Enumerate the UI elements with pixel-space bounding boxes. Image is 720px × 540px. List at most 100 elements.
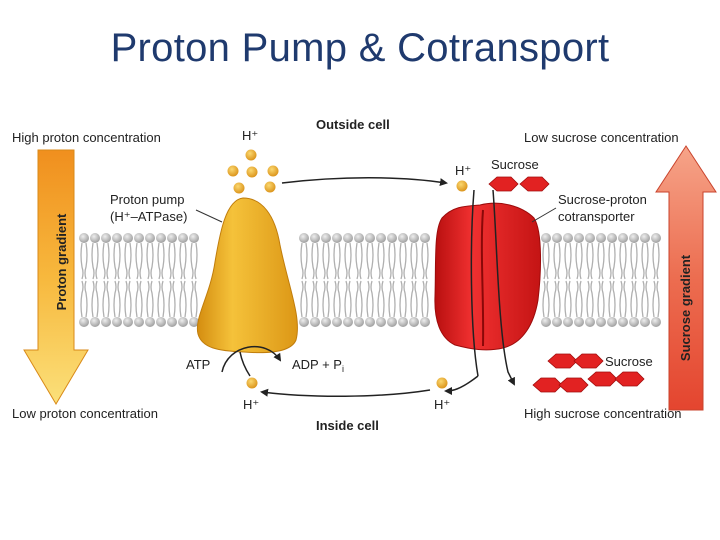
lipid-head — [101, 317, 111, 327]
sucrose-molecule — [519, 176, 550, 192]
sucrose-molecules-inside — [532, 353, 645, 393]
lipid-head — [398, 233, 408, 243]
lipid-head — [596, 233, 606, 243]
lipid-head — [145, 317, 155, 327]
lipid-head — [541, 317, 551, 327]
low-sucrose-label: Low sucrose concentration — [524, 130, 679, 145]
lipid-head — [123, 233, 133, 243]
lipid-head — [365, 317, 375, 327]
lipid-head — [585, 233, 595, 243]
inside-cell-label: Inside cell — [316, 418, 379, 433]
proton — [245, 149, 257, 161]
sucrose-molecules-outside — [488, 176, 550, 192]
high-sucrose-label: High sucrose concentration — [524, 406, 682, 421]
lipid-head — [420, 317, 430, 327]
lipid-head — [596, 317, 606, 327]
lipid-head — [90, 317, 100, 327]
lipid-head — [156, 317, 166, 327]
lipid-head — [79, 233, 89, 243]
lipid-head — [376, 233, 386, 243]
lipid-head — [112, 233, 122, 243]
low-proton-label: Low proton concentration — [12, 406, 158, 421]
proton-gradient-arrow: Proton gradient — [23, 149, 89, 405]
lipid-head — [607, 233, 617, 243]
lipid-head — [607, 317, 617, 327]
adp-pi-text: ADP + P — [292, 357, 342, 372]
lipid-head — [354, 233, 364, 243]
lipid-head — [101, 233, 111, 243]
lipid-head — [189, 317, 199, 327]
sucrose-molecule — [614, 371, 645, 387]
lipid-head — [112, 317, 122, 327]
adp-pi-label: ADP + Pi — [292, 357, 344, 374]
lipid-head — [574, 233, 584, 243]
proton-gradient-label: Proton gradient — [54, 213, 69, 310]
lipid-head — [574, 317, 584, 327]
lipid-head — [585, 317, 595, 327]
lipid-head — [365, 233, 375, 243]
proton — [436, 377, 448, 389]
lipid-tails — [80, 242, 660, 318]
lipid-head — [123, 317, 133, 327]
lipid-head — [651, 233, 661, 243]
lipid-head — [145, 233, 155, 243]
slide-title: Proton Pump & Cotransport — [110, 26, 610, 70]
proton — [246, 166, 258, 178]
sucrose-molecule — [587, 371, 618, 387]
proton — [264, 181, 276, 193]
proton — [456, 180, 468, 192]
lipid-head — [321, 233, 331, 243]
sucrose-molecule — [547, 353, 578, 369]
h-plus-top-left: H⁺ — [242, 128, 258, 143]
lipid-head — [178, 317, 188, 327]
lipid-head — [134, 317, 144, 327]
proton — [233, 182, 245, 194]
lipid-head — [156, 233, 166, 243]
sucrose-molecule — [488, 176, 519, 192]
lipid-head — [134, 233, 144, 243]
lipid-head — [409, 233, 419, 243]
lipid-head — [629, 233, 639, 243]
lipid-head — [167, 233, 177, 243]
lipid-head — [651, 317, 661, 327]
lipid-head — [618, 317, 628, 327]
lipid-head — [640, 317, 650, 327]
lipid-head — [332, 317, 342, 327]
sucrose-proton-cotransporter — [434, 202, 541, 351]
lipid-head — [420, 233, 430, 243]
lipid-head — [343, 233, 353, 243]
lipid-head — [563, 233, 573, 243]
lipid-head — [343, 317, 353, 327]
high-proton-label: High proton concentration — [12, 130, 161, 145]
h-plus-bottom-right: H⁺ — [434, 397, 450, 412]
sucrose-gradient-label: Sucrose gradient — [678, 254, 693, 361]
atp-label: ATP — [186, 357, 210, 372]
lipid-head — [541, 233, 551, 243]
lipid-head — [409, 317, 419, 327]
sucrose-molecule — [573, 353, 604, 369]
proton-flow-inside-arrow — [260, 388, 431, 398]
h-plus-bottom-left: H⁺ — [243, 397, 259, 412]
cotransport-arrow-right — [492, 189, 515, 386]
proton — [227, 165, 239, 177]
lipid-head — [167, 317, 177, 327]
lipid-heads — [79, 233, 661, 327]
lipid-head — [387, 233, 397, 243]
sucrose-top-label: Sucrose — [491, 157, 539, 172]
lipid-head — [90, 233, 100, 243]
adp-pi-subscript: i — [342, 364, 344, 374]
pump-to-proton-arrow — [239, 351, 251, 377]
lipid-head — [321, 317, 331, 327]
lipid-head — [354, 317, 364, 327]
lipid-head — [299, 317, 309, 327]
proton-pump-label: Proton pump — [110, 192, 184, 207]
lipid-head — [618, 233, 628, 243]
lipid-head — [552, 233, 562, 243]
proton — [246, 377, 258, 389]
outside-cell-label: Outside cell — [316, 117, 390, 132]
proton-pump-protein — [196, 197, 298, 354]
lipid-head — [387, 317, 397, 327]
lipid-head — [189, 233, 199, 243]
lipid-head — [310, 317, 320, 327]
